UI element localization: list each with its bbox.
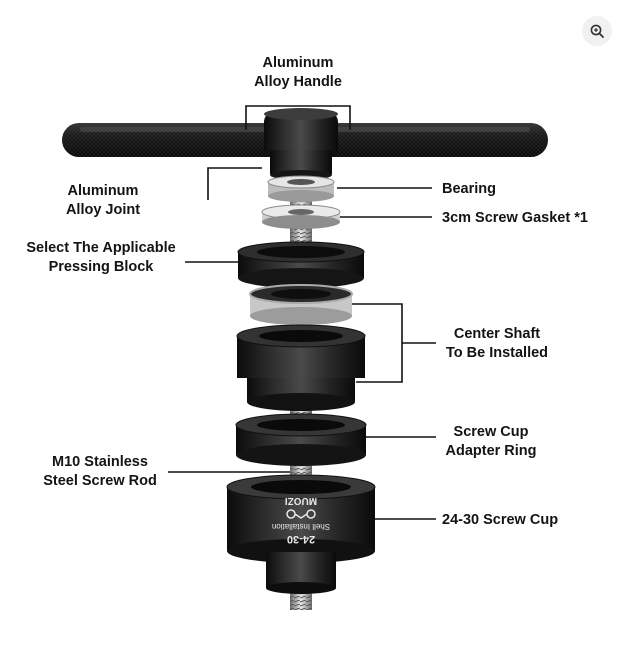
label-bearing: Bearing (442, 181, 496, 197)
label-gasket: 3cm Screw Gasket *1 (442, 210, 588, 226)
engraving-text: Shell Installation (272, 522, 330, 531)
pressing-block (237, 241, 365, 288)
engraving-size: 24-30 (287, 533, 315, 545)
callout-lines (168, 105, 436, 520)
bearing (267, 175, 335, 202)
screw-cup: 24-30 Shell Installation MUOZI (226, 474, 376, 594)
engraving-brand: MUOZI (285, 495, 317, 506)
zoom-in-icon (590, 24, 604, 38)
center-shaft (236, 324, 366, 411)
screw-gasket (261, 204, 341, 229)
label-cup: 24-30 Screw Cup (442, 512, 559, 528)
zoom-button[interactable] (582, 16, 612, 46)
adapter-ring (235, 413, 367, 466)
bearing-cup (249, 284, 353, 325)
alloy-joint (264, 108, 338, 180)
